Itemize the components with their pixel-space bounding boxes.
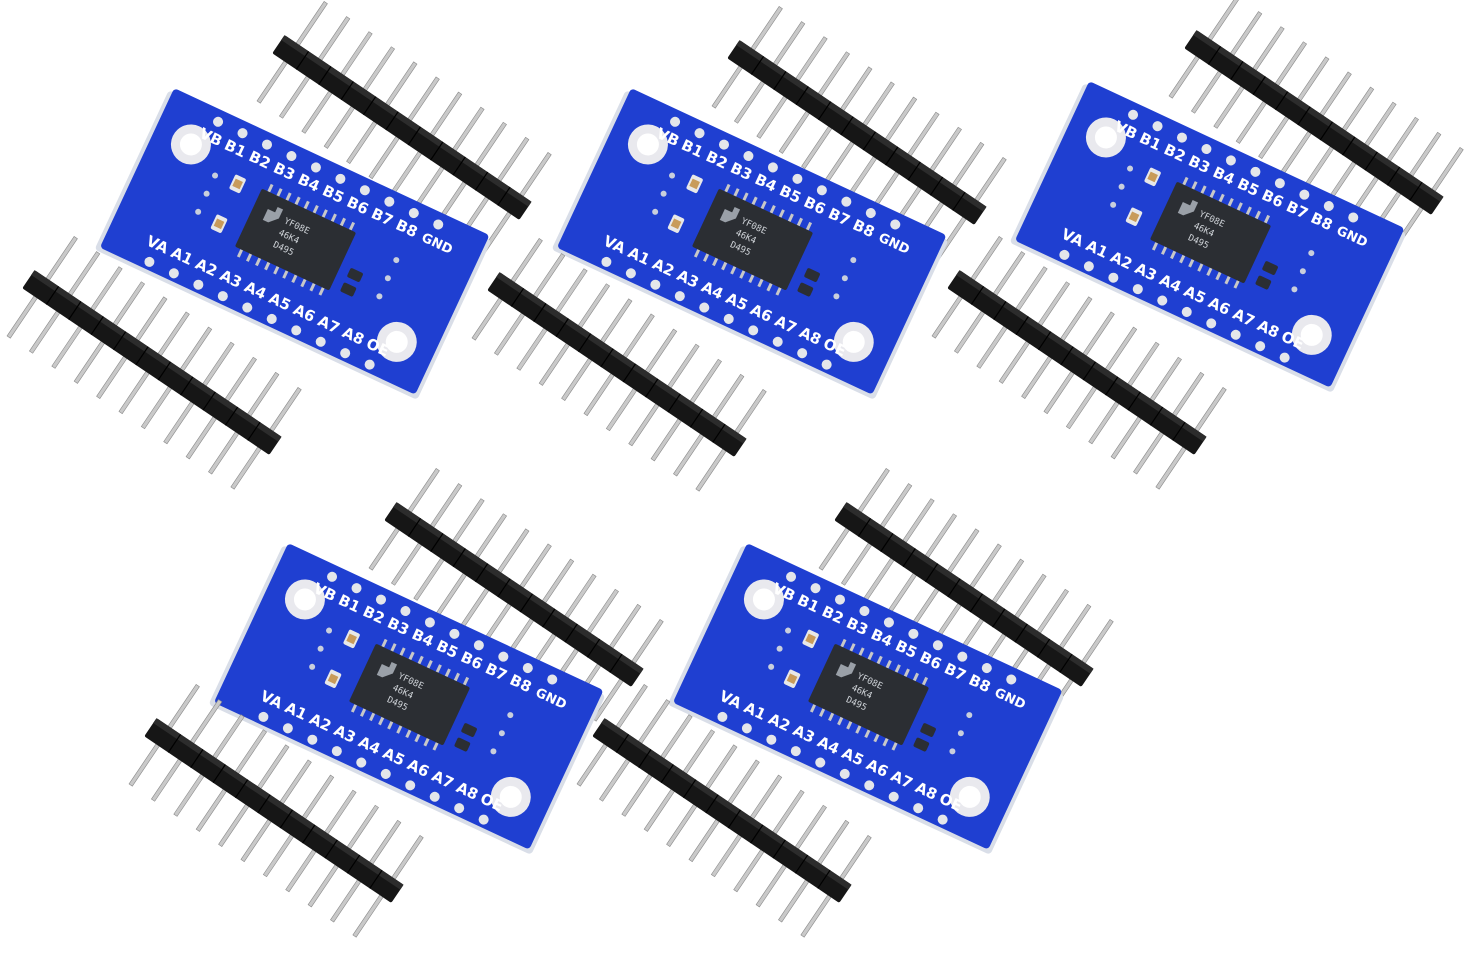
board-2: VBB1B2B3B4B5B6B7B8GNDVAA1A2A3A4A5A6A7A8O… (551, 86, 951, 400)
board-3: VBB1B2B3B4B5B6B7B8GNDVAA1A2A3A4A5A6A7A8O… (1009, 79, 1409, 393)
board-1: VBB1B2B3B4B5B6B7B8GNDVAA1A2A3A4A5A6A7A8O… (94, 86, 494, 400)
board-5: VBB1B2B3B4B5B6B7B8GNDVAA1A2A3A4A5A6A7A8O… (667, 541, 1067, 855)
board-4: VBB1B2B3B4B5B6B7B8GNDVAA1A2A3A4A5A6A7A8O… (208, 541, 608, 855)
